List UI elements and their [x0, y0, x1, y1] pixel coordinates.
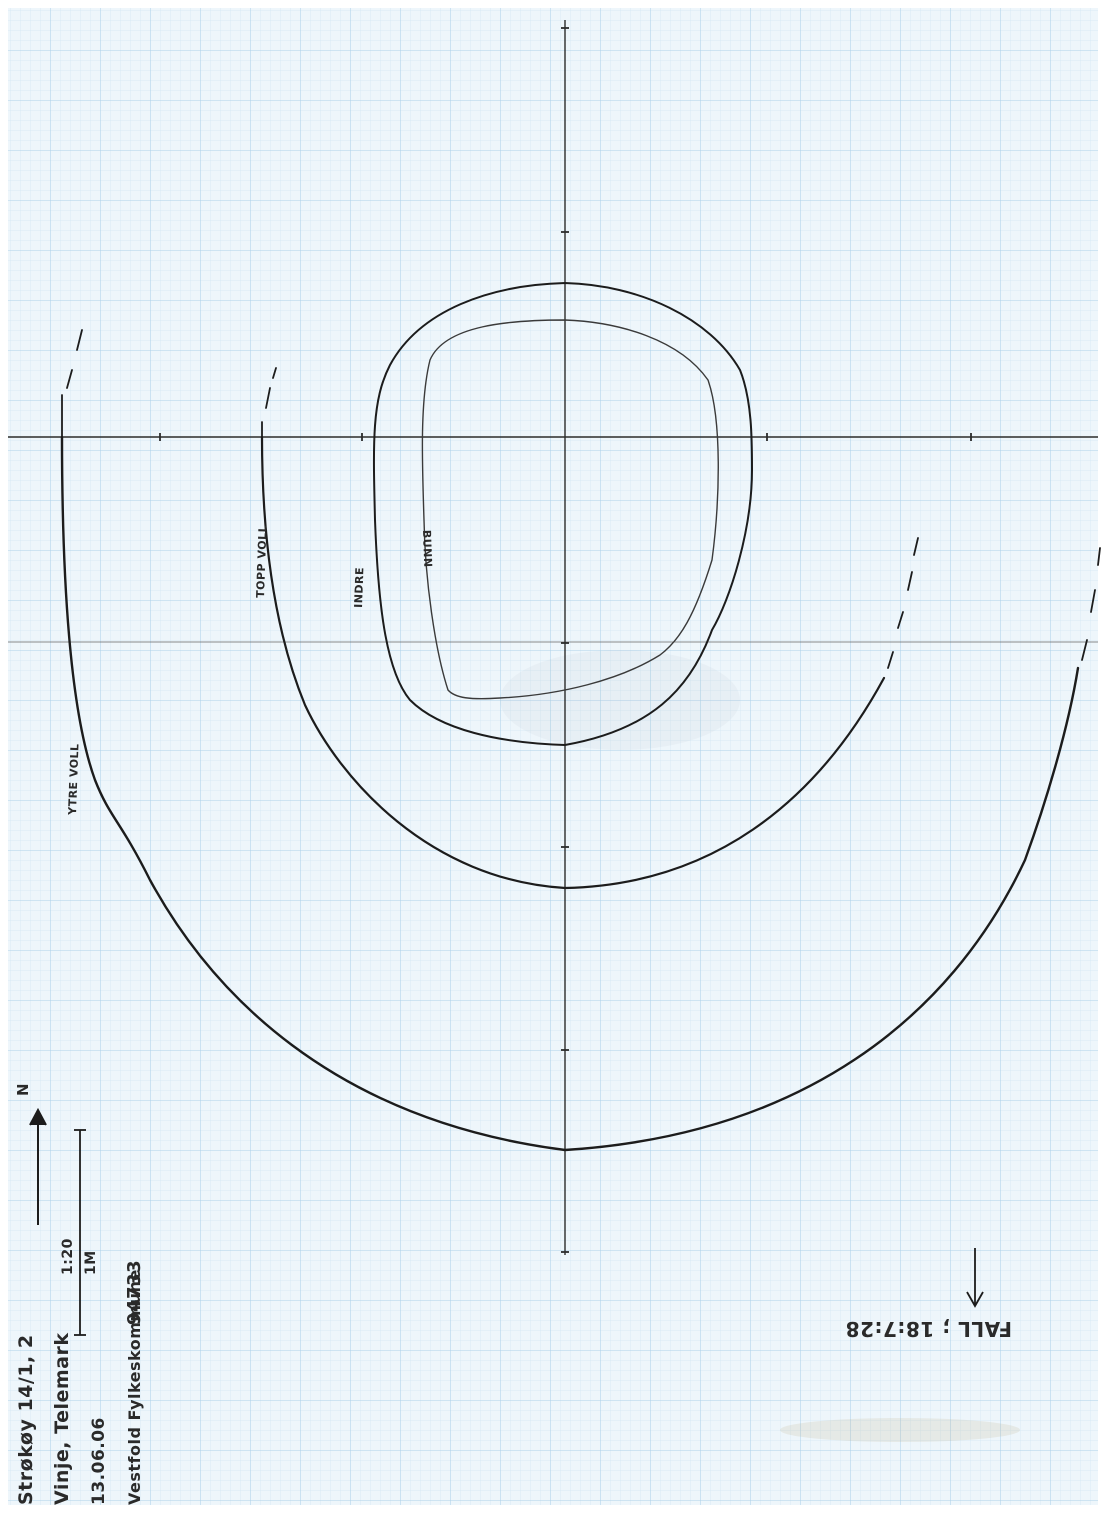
outer-wall-outline [60, 329, 1101, 1152]
bottom-outline [421, 319, 719, 700]
north-arrow [29, 1107, 47, 1225]
graph-grid [8, 8, 1098, 1505]
title-line-3: 13.06.06 [89, 1417, 109, 1505]
inner-edge-outline [372, 281, 754, 747]
title-line-2: Vinje, Telemark [51, 1333, 73, 1506]
label-indre: INDRE [352, 567, 366, 608]
scale-length: 1M [83, 1250, 99, 1275]
label-ytre-voll: YTRE VOLL [66, 743, 82, 816]
scale-bar [74, 1129, 86, 1336]
axis-ticks [159, 27, 972, 1253]
north-label: N [14, 1083, 32, 1096]
smudge [780, 1418, 1020, 1442]
title-line-4: Vestfold Fylkeskommune [125, 1269, 144, 1505]
title-line-1: Strøkøy 14/1, 2 [15, 1334, 37, 1505]
slope-arrow [966, 1248, 984, 1308]
smudge [500, 650, 740, 750]
scale-ratio: 1:20 [60, 1238, 76, 1275]
wall-crest-outline [260, 367, 919, 890]
slope-label: FALL ; 18:7:28 [845, 1317, 1012, 1341]
sample-number: 94733 [124, 1260, 145, 1325]
label-bunn: BUNN [420, 530, 434, 568]
label-topp-voll: TOPP VOLL [254, 525, 270, 598]
